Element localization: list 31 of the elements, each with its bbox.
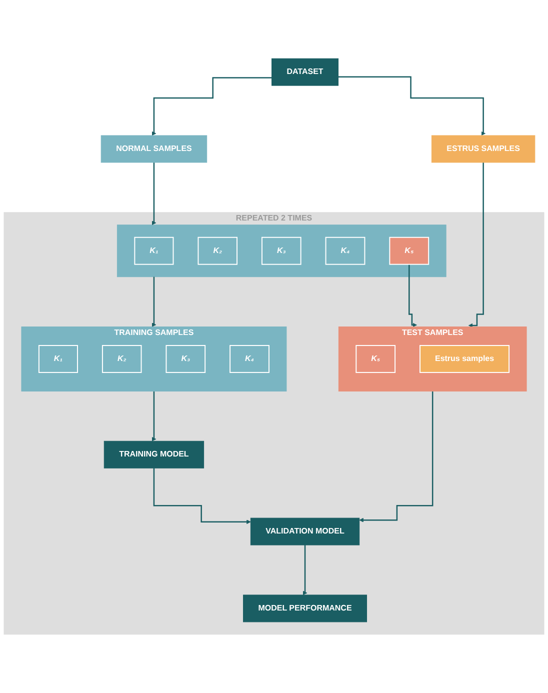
node-box (389, 236, 430, 265)
arrow (153, 467, 251, 524)
node-box (356, 345, 396, 373)
arrow (408, 264, 417, 328)
node-box (420, 345, 510, 373)
node-box (325, 236, 366, 265)
node-box (134, 236, 174, 265)
node-box (104, 440, 204, 468)
node-box (38, 345, 78, 373)
node-box (166, 345, 206, 373)
cluster (338, 326, 527, 392)
node-box (261, 236, 302, 265)
node-box (198, 236, 238, 265)
arrow (152, 77, 272, 136)
node-box (243, 594, 367, 622)
arrow (152, 276, 156, 327)
node-box (250, 518, 360, 546)
arrow (302, 544, 308, 596)
cluster (116, 224, 446, 278)
node-box (102, 345, 142, 373)
node-box (431, 135, 536, 163)
arrow (468, 162, 484, 328)
arrow (359, 390, 434, 522)
arrow (152, 390, 156, 442)
cluster (4, 212, 544, 635)
cluster (21, 326, 287, 392)
arrow (152, 162, 156, 226)
arrow (338, 76, 486, 136)
node-box (100, 135, 208, 163)
node-box (230, 345, 270, 373)
node-box (272, 58, 339, 86)
